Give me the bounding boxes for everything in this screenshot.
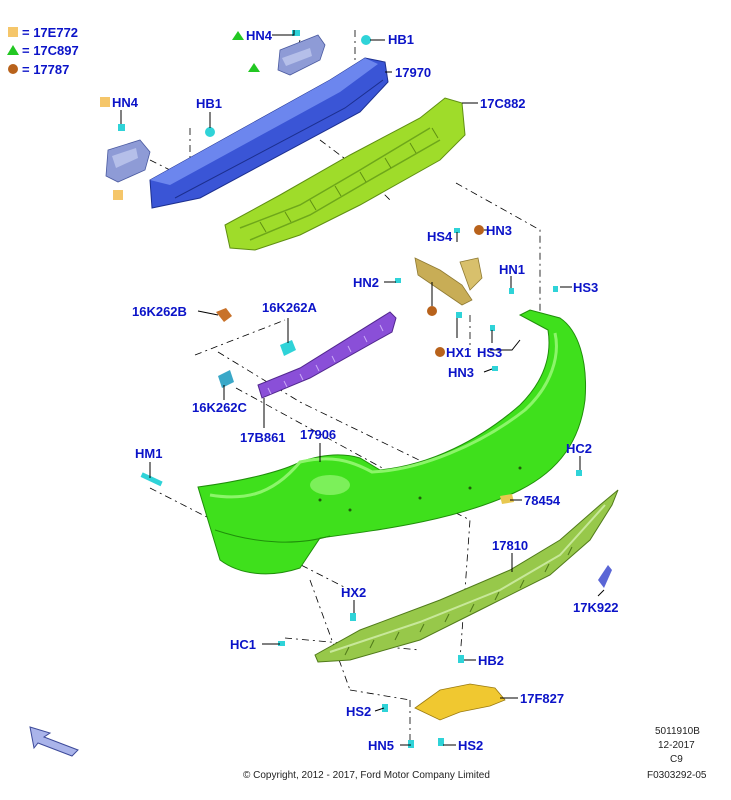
label-hn4-left: HN4 — [112, 95, 139, 110]
copyright-text: © Copyright, 2012 - 2017, Ford Motor Com… — [243, 770, 490, 781]
label-hn5: HN5 — [368, 738, 394, 753]
label-16k262b: 16K262B — [132, 304, 187, 319]
trim-17K922 — [598, 565, 612, 588]
legend-circle-marker — [8, 64, 18, 74]
bumper-cover-17906 — [197, 309, 587, 575]
label-17810: 17810 — [492, 538, 528, 553]
label-hb1-left: HB1 — [196, 96, 222, 111]
diagram-date: 12-2017 — [658, 740, 695, 751]
energy-absorber-17C882 — [224, 97, 466, 251]
fasteners — [118, 30, 582, 748]
diagram-reference: F0303292-05 — [647, 770, 707, 781]
label-hn3-top: HN3 — [486, 223, 512, 238]
label-hx2: HX2 — [341, 585, 366, 600]
assembly-lines — [149, 30, 541, 745]
label-hc2: HC2 — [566, 441, 592, 456]
label-78454: 78454 — [524, 493, 561, 508]
diagram-code: 5011910B — [655, 726, 700, 737]
label-hs3-right: HS3 — [573, 280, 598, 295]
legend-item-circle: = 17787 — [22, 62, 69, 77]
label-17970: 17970 — [395, 65, 431, 80]
bracket-16K262C — [218, 370, 234, 388]
callout-labels: HN4 HB1 17970 HN4 HB1 17C882 HS4 HN3 HN2… — [112, 28, 619, 753]
bracket-16K262A — [280, 340, 296, 356]
label-hn3-mid: HN3 — [448, 365, 474, 380]
label-17k922: 17K922 — [573, 600, 619, 615]
left-mount-bracket — [105, 139, 151, 183]
diagram-revision: C9 — [670, 754, 683, 765]
part-markers — [100, 31, 484, 357]
label-17c882: 17C882 — [480, 96, 526, 111]
footer: © Copyright, 2012 - 2017, Ford Motor Com… — [243, 726, 707, 781]
label-hc1: HC1 — [230, 637, 256, 652]
label-17f827: 17F827 — [520, 691, 564, 706]
label-17b861: 17B861 — [240, 430, 286, 445]
label-hb2: HB2 — [478, 653, 504, 668]
legend-item-triangle: = 17C897 — [22, 43, 79, 58]
vehicle-front-arrow-icon — [29, 726, 79, 757]
side-bracket-gold — [414, 257, 483, 306]
label-hs2-left: HS2 — [346, 704, 371, 719]
bumper-beam-17970 — [149, 57, 389, 209]
label-hn2: HN2 — [353, 275, 379, 290]
label-hm1: HM1 — [135, 446, 162, 461]
label-hb1-top: HB1 — [388, 32, 414, 47]
label-hs4: HS4 — [427, 229, 453, 244]
label-16k262a: 16K262A — [262, 300, 318, 315]
label-hn4-top: HN4 — [246, 28, 273, 43]
legend-item-square: = 17E772 — [22, 25, 78, 40]
bracket-17F827 — [414, 683, 506, 721]
upper-right-mount-bracket — [277, 34, 326, 76]
leader-lines — [120, 30, 605, 746]
label-16k262c: 16K262C — [192, 400, 248, 415]
reinforcement-17B861 — [257, 311, 397, 399]
lower-valance-17810 — [314, 489, 619, 663]
label-hx1: HX1 — [446, 345, 471, 360]
bracket-16K262B — [216, 308, 232, 322]
legend-triangle-marker — [7, 45, 19, 55]
label-hn1: HN1 — [499, 262, 525, 277]
legend: = 17E772 = 17C897 = 17787 — [7, 25, 79, 77]
label-hs3-mid: HS3 — [477, 345, 502, 360]
label-17906: 17906 — [300, 427, 336, 442]
part-78454 — [500, 494, 514, 504]
legend-square-marker — [8, 27, 18, 37]
label-hs2-right: HS2 — [458, 738, 483, 753]
